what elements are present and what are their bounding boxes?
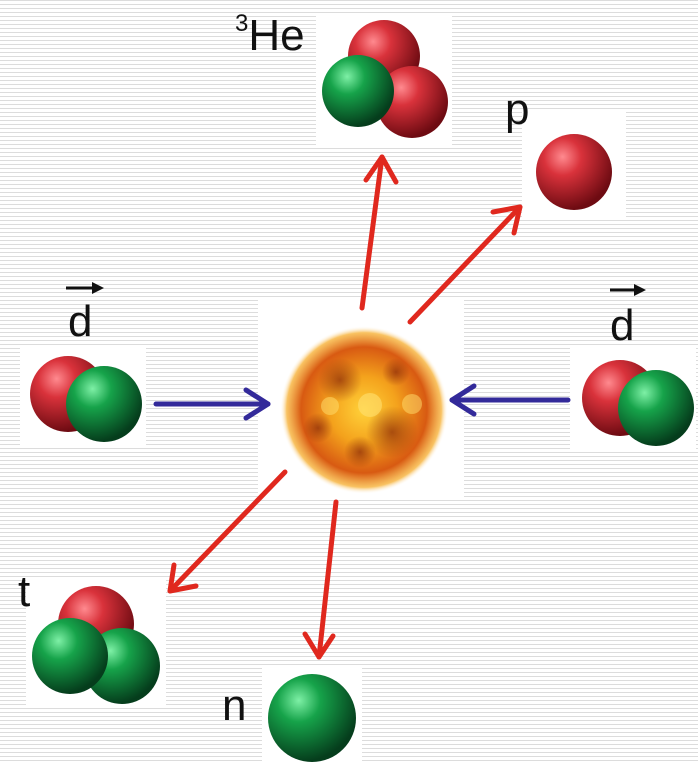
polarization-vector-right bbox=[610, 284, 646, 296]
neutron-particle bbox=[268, 674, 356, 762]
label-deuteron-left: d bbox=[68, 297, 93, 346]
arrow-to-he3 bbox=[359, 154, 399, 311]
proton-sphere bbox=[536, 134, 612, 210]
arrow-to-proton bbox=[407, 204, 523, 325]
polarization-vector-left bbox=[66, 282, 104, 294]
arrow-to-triton bbox=[167, 469, 288, 594]
proton-sphere bbox=[376, 66, 448, 138]
deuteron-left bbox=[30, 356, 142, 442]
neutron-sphere bbox=[66, 366, 142, 442]
label-deuteron-right: d bbox=[610, 301, 635, 350]
proton-particle bbox=[536, 134, 612, 210]
helium3-nucleus bbox=[322, 20, 448, 138]
arrow-to-neutron bbox=[302, 499, 339, 660]
label-he3-symbol: He bbox=[248, 11, 305, 60]
outgoing-arrows bbox=[167, 154, 523, 660]
label-proton: p bbox=[505, 85, 530, 134]
deuteron-right bbox=[582, 360, 694, 446]
incoming-arrows bbox=[153, 383, 571, 421]
neutron-sphere bbox=[322, 55, 394, 127]
neutron-sphere bbox=[268, 674, 356, 762]
label-neutron: n bbox=[222, 681, 247, 730]
label-triton: t bbox=[18, 567, 31, 616]
label-he3-mass: 3 bbox=[235, 10, 249, 37]
neutron-sphere bbox=[618, 370, 694, 446]
fusion-fireball bbox=[280, 326, 448, 494]
triton-nucleus bbox=[32, 586, 160, 704]
neutron-sphere bbox=[32, 618, 108, 694]
label-he3: 3He bbox=[235, 11, 305, 60]
arrow-from-right-deuteron bbox=[449, 383, 571, 417]
arrow-from-left-deuteron bbox=[153, 387, 271, 421]
